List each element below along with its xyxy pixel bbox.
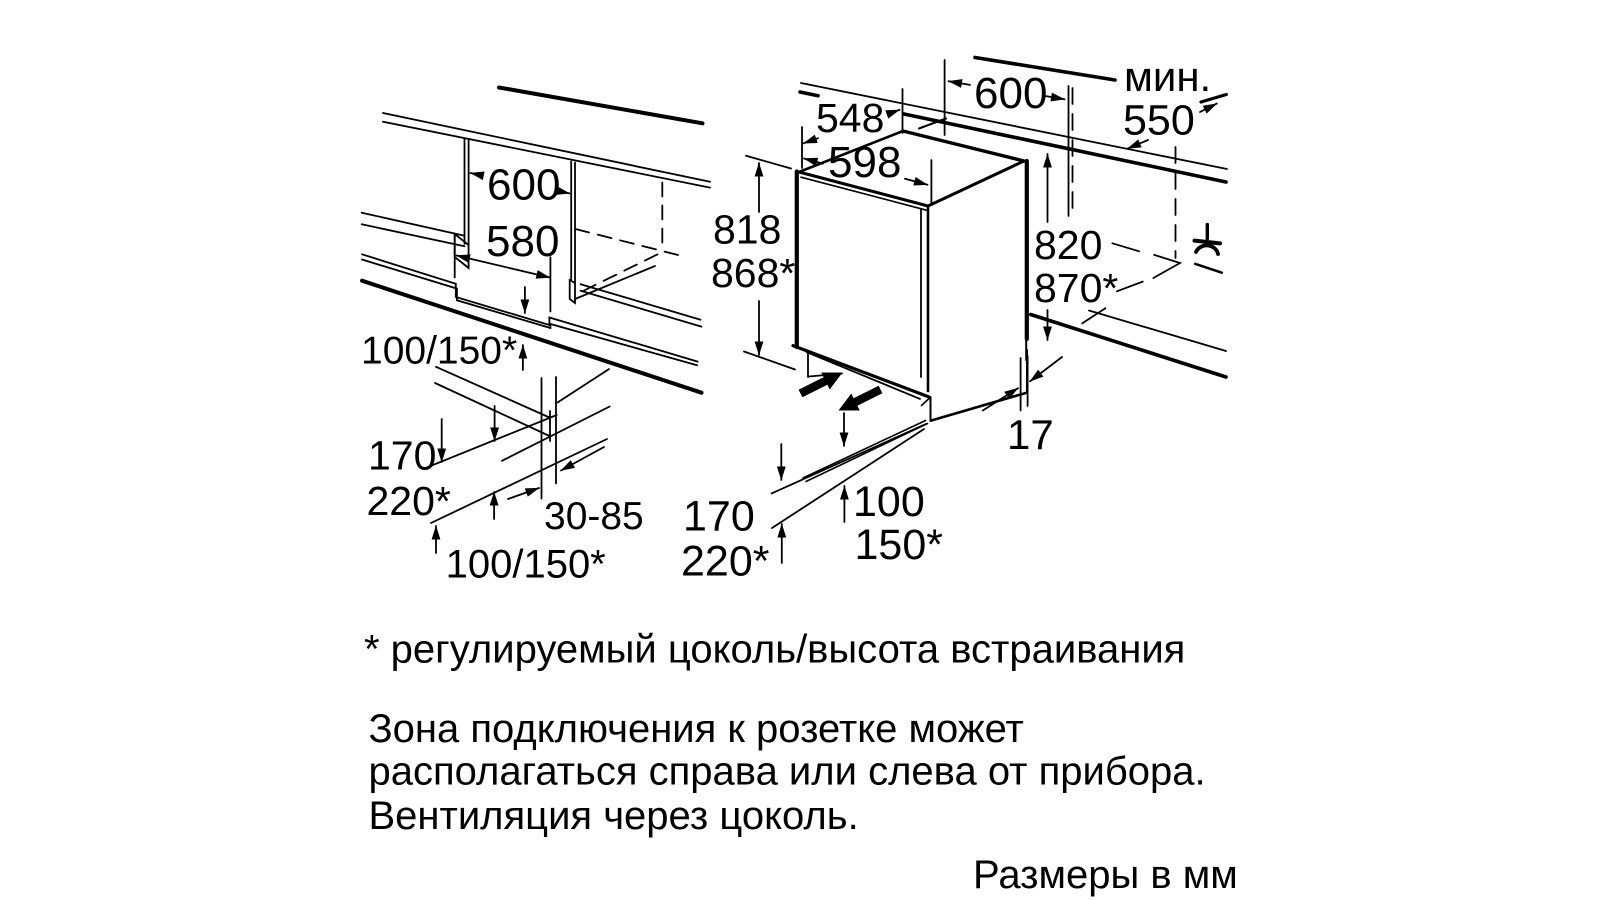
svg-text:располагаться справа или слева: располагаться справа или слева от прибор… bbox=[369, 750, 1206, 794]
svg-text:Размеры в мм: Размеры в мм bbox=[973, 853, 1238, 897]
svg-text:550: 550 bbox=[1123, 97, 1195, 145]
svg-text:100: 100 bbox=[853, 478, 925, 526]
svg-text:548: 548 bbox=[816, 95, 884, 141]
svg-text:100/150*: 100/150* bbox=[361, 330, 517, 373]
svg-text:мин.: мин. bbox=[1124, 53, 1211, 100]
svg-text:100/150*: 100/150* bbox=[446, 543, 606, 587]
svg-text:580: 580 bbox=[486, 217, 559, 266]
svg-text:150*: 150* bbox=[855, 521, 944, 569]
svg-text:220*: 220* bbox=[367, 478, 451, 524]
svg-text:870*: 870* bbox=[1034, 265, 1118, 311]
svg-text:598: 598 bbox=[828, 138, 901, 187]
svg-text:220*: 220* bbox=[681, 538, 770, 586]
svg-text:600: 600 bbox=[974, 69, 1047, 118]
svg-text:170: 170 bbox=[683, 493, 755, 541]
svg-text:30-85: 30-85 bbox=[544, 495, 644, 538]
svg-text:Зона подключения к розетке мож: Зона подключения к розетке может bbox=[369, 707, 1024, 751]
svg-text:170: 170 bbox=[368, 433, 436, 479]
svg-text:600: 600 bbox=[487, 161, 560, 210]
svg-text:818: 818 bbox=[713, 207, 781, 253]
svg-text:820: 820 bbox=[1034, 222, 1102, 268]
svg-text:868*: 868* bbox=[711, 250, 795, 296]
svg-text:* регулируемый цоколь/высота в: * регулируемый цоколь/высота встраивания bbox=[364, 628, 1185, 672]
svg-text:Вентиляция через цоколь.: Вентиляция через цоколь. bbox=[369, 794, 859, 838]
svg-text:17: 17 bbox=[1007, 411, 1054, 458]
